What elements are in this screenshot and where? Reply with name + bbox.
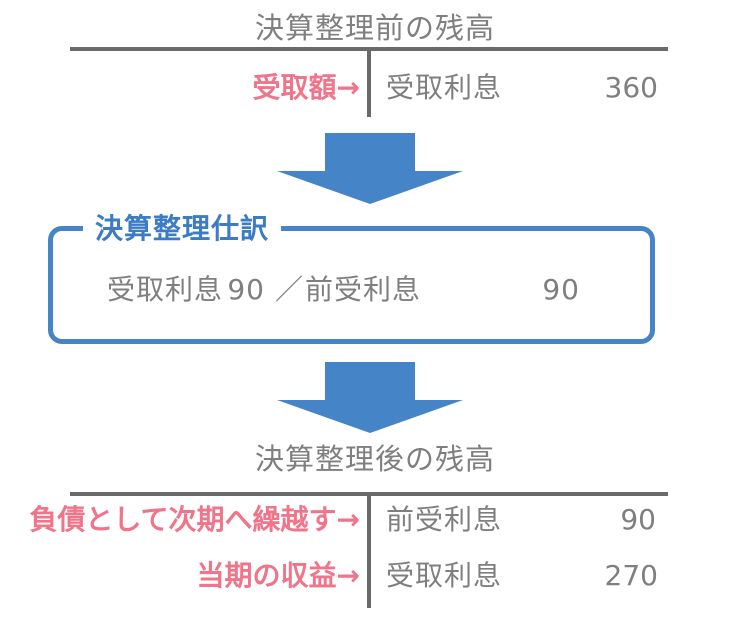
journal-separator-slash: ／ bbox=[275, 273, 305, 306]
after-row2-amount: 270 bbox=[604, 559, 658, 592]
before-row-amount: 360 bbox=[604, 71, 658, 104]
down-arrow-head bbox=[277, 400, 463, 433]
journal-entry-box: 決算整理仕訳 受取利息 90 ／ 前受利息 90 bbox=[48, 211, 655, 344]
down-arrow-head bbox=[277, 171, 463, 204]
down-arrow-stem bbox=[325, 133, 415, 172]
after-row1-annotation: 負債として次期へ繰越す→ bbox=[29, 503, 360, 536]
after-row1-account: 前受利息 bbox=[386, 503, 503, 536]
journal-debit-amount: 90 bbox=[227, 273, 265, 306]
journal-debit-account: 受取利息 bbox=[107, 273, 224, 306]
before-row-annotation: 受取額→ bbox=[252, 71, 360, 104]
after-row1-amount: 90 bbox=[620, 503, 656, 536]
before-balance-title: 決算整理前の残高 bbox=[254, 11, 495, 45]
before-row-account: 受取利息 bbox=[386, 71, 503, 104]
journal-credit-account: 前受利息 bbox=[305, 273, 422, 306]
down-arrow-stem bbox=[325, 362, 415, 401]
journal-entry-legend: 決算整理仕訳 bbox=[83, 211, 282, 247]
before-t-account-vertical-line bbox=[367, 47, 371, 117]
journal-credit-amount: 90 bbox=[542, 273, 580, 306]
after-balance-title: 決算整理後の残高 bbox=[254, 442, 495, 476]
after-t-account-vertical-line bbox=[367, 492, 371, 608]
after-row2-annotation: 当期の収益→ bbox=[196, 559, 360, 592]
after-row2-account: 受取利息 bbox=[386, 559, 503, 592]
